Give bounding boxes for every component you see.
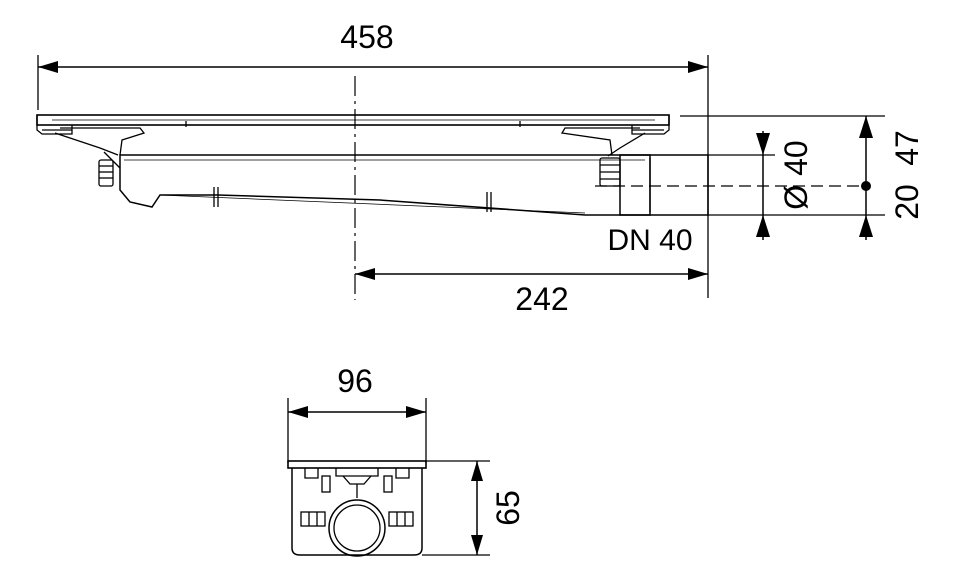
side-view <box>36 55 885 300</box>
reference-point <box>861 181 871 191</box>
right-bracket <box>560 127 640 156</box>
channel-body <box>119 154 651 216</box>
label-height-bottom: 20 <box>889 184 925 220</box>
left-bracket <box>60 127 146 156</box>
left-leveling-foot <box>98 159 114 187</box>
label-outlet-diameter: Ø 40 <box>778 140 814 209</box>
front-outlet-outer <box>328 499 386 557</box>
front-outlet-inner <box>333 504 381 552</box>
label-width: 96 <box>337 363 373 399</box>
left-end-cap <box>36 115 73 135</box>
label-depth: 65 <box>490 490 526 526</box>
front-grate-plate <box>287 460 427 469</box>
outlet-pipe <box>619 154 709 216</box>
front-body <box>291 468 423 556</box>
front-view <box>287 398 490 557</box>
label-height-top: 47 <box>889 130 925 166</box>
label-outlet-offset: 242 <box>515 281 568 317</box>
label-outlet-nominal: DN 40 <box>607 224 692 257</box>
label-total-length: 458 <box>340 19 393 55</box>
right-end-cap <box>631 115 670 135</box>
